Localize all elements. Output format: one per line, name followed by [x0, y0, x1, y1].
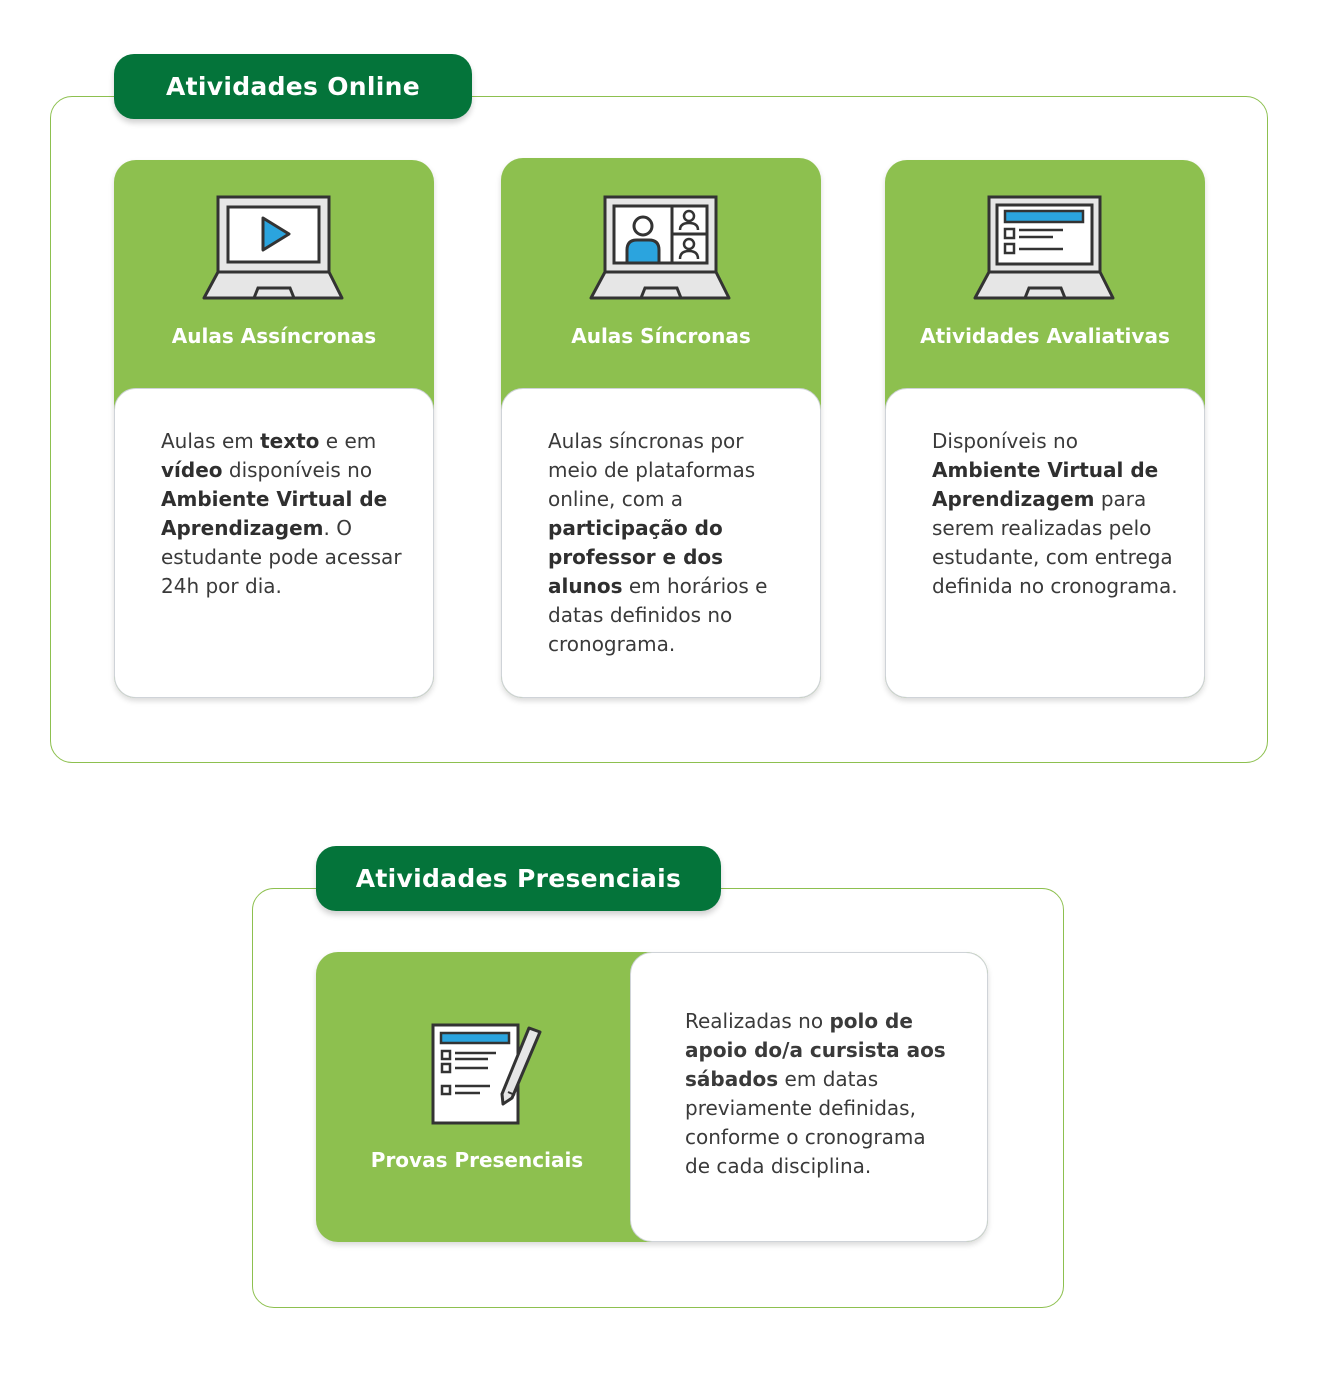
bold-text: Ambiente Virtual de Aprendizagem	[932, 458, 1159, 511]
card-aulas-assincronas: Aulas Assíncronas Aulas em texto e em ví…	[114, 160, 434, 698]
card-aulas-sincronas: Aulas Síncronas Aulas síncronas por meio…	[501, 158, 821, 698]
card-description: Disponíveis no Ambiente Virtual de Apren…	[885, 388, 1205, 698]
text: e em	[319, 429, 377, 453]
text: . O estudante pode acessar 24h por dia.	[161, 516, 402, 598]
bold-text: Ambiente Virtual de Aprendizagem	[161, 487, 388, 540]
presencial-section-title: Atividades Presenciais	[316, 846, 721, 911]
text: em datas previamente definidas, conforme…	[685, 1067, 926, 1178]
bold-text: texto	[260, 429, 320, 453]
laptop-checklist-icon	[973, 195, 1115, 300]
card-atividades-avaliativas: Atividades Avaliativas Disponíveis no Am…	[885, 160, 1205, 698]
text: para serem realizadas pelo estudante, co…	[932, 487, 1178, 598]
exam-paper-pencil-icon	[431, 1023, 542, 1125]
text: em horários e datas definidos no cronogr…	[548, 574, 768, 656]
card-title: Atividades Avaliativas	[920, 324, 1170, 348]
text: Realizadas no	[685, 1009, 830, 1033]
card-description: Realizadas no polo de apoio do/a cursist…	[630, 952, 988, 1242]
card-title: Provas Presenciais	[370, 1148, 584, 1172]
card-title: Aulas Assíncronas	[171, 324, 377, 348]
bold-text: vídeo	[161, 458, 223, 482]
text: Aulas síncronas por meio de plataformas …	[548, 429, 756, 511]
bold-text: participação do professor e dos alunos	[548, 516, 724, 598]
bold-text: polo de apoio do/a cursista aos sábados	[685, 1009, 946, 1091]
online-section-title: Atividades Online	[114, 54, 472, 119]
laptop-video-icon	[202, 195, 344, 300]
card-description: Aulas em texto e em vídeo disponíveis no…	[114, 388, 434, 698]
text: Disponíveis no	[932, 429, 1078, 453]
text: disponíveis no	[222, 458, 373, 482]
card-title: Aulas Síncronas	[571, 324, 751, 348]
card-description: Aulas síncronas por meio de plataformas …	[501, 388, 821, 698]
text: Aulas em	[161, 429, 261, 453]
card-provas-presenciais: Provas Presenciais Realizadas no polo de…	[316, 952, 988, 1242]
laptop-video-call-icon	[589, 195, 731, 300]
